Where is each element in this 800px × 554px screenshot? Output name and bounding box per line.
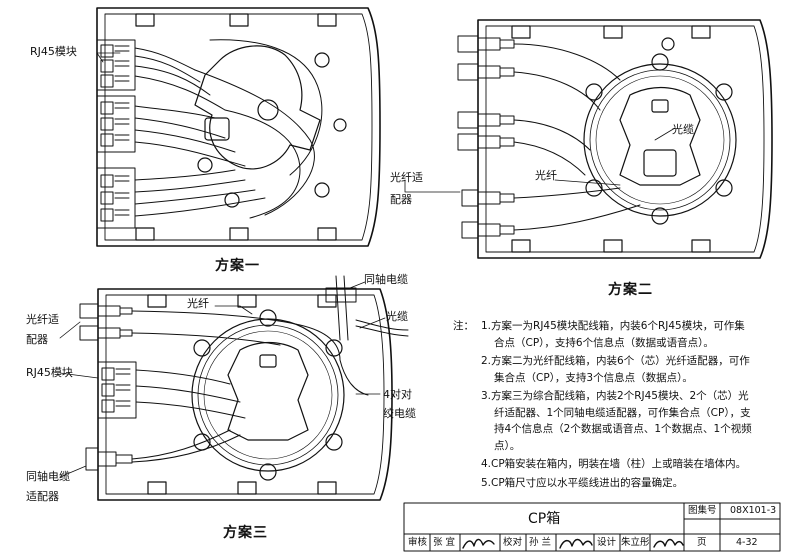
plan3-fiber-adapter-label-2: 配器 [26,333,48,346]
note-item-3: 3.方案三为综合配线箱，内装2个RJ45模块、2个（芯）光纤适配器、1个同轴电缆… [481,390,752,452]
plan3-optical-cable-label: 光缆 [386,310,408,323]
drawing-title: CP箱 [528,511,561,527]
plan3-coax-adapter-label-2: 适配器 [26,490,59,503]
plan3-fiber-label: 光纤 [187,297,209,310]
plan2-fiber-adapters [457,35,641,239]
page-label: 页 [697,537,707,548]
plan3-fiber-spool [191,309,345,481]
notes: 注： 1.方案一为RJ45模块配线箱，内装6个RJ45模块，可作集合点（CP），… [453,318,753,493]
plan3-coax-adapter-label-1: 同轴电缆 [26,470,70,483]
plan1-caption: 方案一 [215,258,260,274]
checker-name: 孙 兰 [529,537,552,548]
plan3-caption: 方案三 [223,525,268,541]
plan3-components [79,275,409,471]
plan2-fiber-label: 光纤 [535,169,557,182]
plan3-enclosure [97,288,393,501]
check-label: 校对 [503,537,523,548]
reviewer-name: 张 宜 [433,537,456,548]
note-item-5: 5.CP箱尺寸应以水平缆线进出的容量确定。 [481,476,684,489]
plan1-center-plate [194,45,347,208]
plan2-fiber-adapter-label-1: 光纤适 [390,171,423,184]
review-label: 审核 [408,537,428,548]
plan2-optical-cable-label: 光缆 [672,123,694,136]
plan3-4pair-label-2: 绞电缆 [383,407,416,420]
notes-list: 1.方案一为RJ45模块配线箱，内装6个RJ45模块，可作集合点（CP），支持6… [453,318,753,491]
note-item-1: 1.方案一为RJ45模块配线箱，内装6个RJ45模块，可作集合点（CP），支持6… [481,320,745,349]
plan2-caption: 方案二 [608,282,653,298]
note-item-2: 2.方案二为光纤配线箱，内装6个（芯）光纤适配器，可作集合点（CP），支持3个信… [481,355,750,384]
designer-name: 朱立彤 [621,537,650,548]
title-block [403,502,781,552]
note-item-4: 4.CP箱安装在箱内，明装在墙（柱）上或暗装在墙体内。 [481,458,747,470]
plan3-coax-cable-label: 同轴电缆 [364,273,408,286]
page-number: 4-32 [736,537,758,548]
plan3-4pair-label-1: 4对对 [383,388,412,401]
plan3-fiber-adapter-label-1: 光纤适 [26,313,59,326]
notes-heading: 注： [453,320,474,332]
plan2-enclosure [477,19,773,259]
plan1-rj45-label: RJ45模块 [30,45,77,58]
atlas-no: 08X101-3 [730,505,777,516]
plan1-enclosure [96,7,381,247]
plan1-rj45-modules [96,39,323,229]
leader-lines [59,52,676,478]
design-label: 设计 [597,537,617,548]
plan2-fiber-adapter-label-2: 配器 [390,193,412,206]
plan3-rj45-label: RJ45模块 [26,366,73,379]
signatures [462,538,684,549]
plan2-fiber-spool [583,37,737,225]
atlas-no-label: 图集号 [688,505,717,516]
